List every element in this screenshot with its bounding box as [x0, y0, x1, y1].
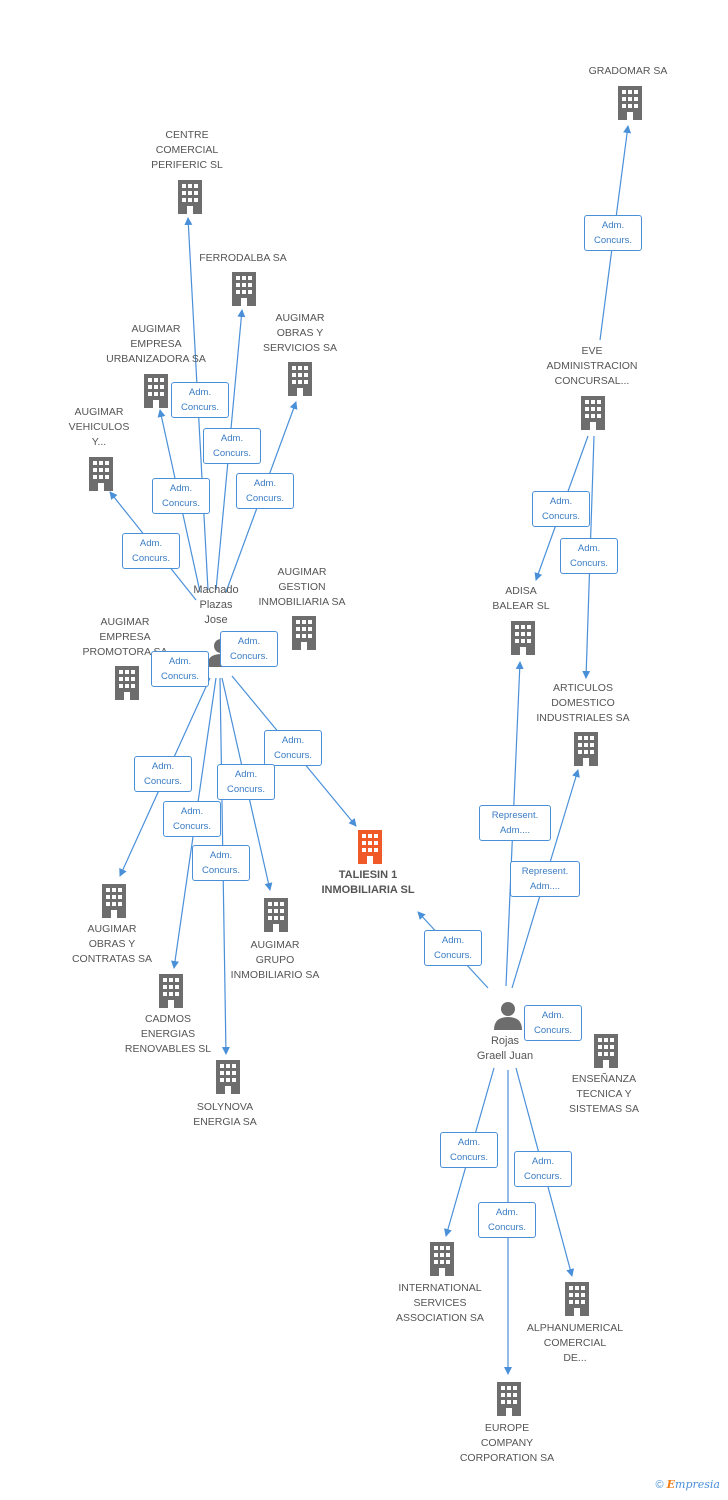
building-icon-centre [178, 180, 202, 214]
node-label-obras-servicios[interactable]: AUGIMAR OBRAS Y SERVICIOS SA [263, 312, 337, 354]
building-icon-eve [581, 396, 605, 430]
edge-label-rojas-taliesin: Adm. Concurs. [424, 930, 482, 966]
edge-label-eve-articulos: Adm. Concurs. [560, 538, 618, 574]
person-icon-rojas [494, 1002, 522, 1030]
node-label-gradomar[interactable]: GRADOMAR SA [588, 65, 668, 77]
node-label-ferrodalba[interactable]: FERRODALBA SA [199, 252, 287, 264]
node-label-eve[interactable]: EVE ADMINISTRACION CONCURSAL... [546, 345, 638, 387]
building-icon-cadmos [159, 974, 183, 1008]
edge-label-rojas-articulos: Represent. Adm.... [510, 861, 580, 897]
edge-label-machado-obras-servicios: Adm. Concurs. [236, 473, 294, 509]
node-label-machado[interactable]: Machado Plazas Jose [193, 584, 239, 626]
brand-logo-text: mpresia [675, 1478, 720, 1491]
node-label-gestion[interactable]: AUGIMAR GESTION INMOBILIARIA SA [258, 566, 346, 608]
node-label-taliesin[interactable]: TALIESIN 1 INMOBILIARIA SL [321, 869, 415, 896]
building-icon-ferrodalba [232, 272, 256, 306]
node-label-ensenanza[interactable]: ENSEÑANZA TECNICA Y SISTEMAS SA [568, 1073, 640, 1115]
building-icon-solynova [216, 1060, 240, 1094]
node-label-rojas[interactable]: Rojas Graell Juan [476, 1035, 534, 1062]
node-label-obras-contratas[interactable]: AUGIMAR OBRAS Y CONTRATAS SA [71, 923, 153, 965]
brand-logo-e: E [666, 1478, 676, 1491]
node-label-vehiculos[interactable]: AUGIMAR VEHICULOS Y... [68, 406, 130, 448]
edge-label-machado-taliesin: Adm. Concurs. [264, 730, 322, 766]
edge-label-machado-obras-contratas: Adm. Concurs. [134, 756, 192, 792]
footer-brand[interactable]: © Empresia [655, 1478, 720, 1491]
node-label-grupo[interactable]: AUGIMAR GRUPO INMOBILIARIO SA [230, 939, 320, 981]
building-icon-europe [497, 1382, 521, 1416]
edge-label-rojas-ensenanza: Adm. Concurs. [524, 1005, 582, 1041]
building-icon-adisa [511, 621, 535, 655]
edge-label-machado-vehiculos: Adm. Concurs. [122, 533, 180, 569]
node-label-cadmos[interactable]: CADMOS ENERGIAS RENOVABLES SL [124, 1013, 212, 1055]
node-label-europe[interactable]: EUROPE COMPANY CORPORATION SA [459, 1422, 555, 1464]
edge-label-machado-grupo: Adm. Concurs. [217, 764, 275, 800]
edge-label-rojas-international: Adm. Concurs. [440, 1132, 498, 1168]
building-icon-articulos [574, 732, 598, 766]
edge-label-machado-urbanizadora: Adm. Concurs. [171, 382, 229, 418]
node-label-centre[interactable]: CENTRE COMERCIAL PERIFERIC SL [151, 129, 223, 171]
building-icon-obras-servicios [288, 362, 312, 396]
edge-label-machado-gestion: Adm. Concurs. [151, 651, 209, 687]
copyright-icon: © [655, 1479, 664, 1491]
building-icon-grupo [264, 898, 288, 932]
edge-label-machado-solynova: Adm. Concurs. [192, 845, 250, 881]
node-label-solynova[interactable]: SOLYNOVA ENERGIA SA [193, 1101, 257, 1128]
building-icon-alphanumerical [565, 1282, 589, 1316]
building-icon-ensenanza [594, 1034, 618, 1068]
node-label-alphanumerical[interactable]: ALPHANUMERICAL COMERCIAL DE... [526, 1322, 624, 1364]
edge-label-eve-gradomar: Adm. Concurs. [584, 215, 642, 251]
node-label-adisa[interactable]: ADISA BALEAR SL [492, 585, 550, 612]
building-icon-promotora [115, 666, 139, 700]
edge-label-eve-adisa: Adm. Concurs. [532, 491, 590, 527]
node-label-urbanizadora[interactable]: AUGIMAR EMPRESA URBANIZADORA SA [106, 323, 206, 365]
building-icons [89, 86, 642, 1416]
edge-label-rojas-adisa: Represent. Adm.... [479, 805, 551, 841]
building-icon-international [430, 1242, 454, 1276]
edge-label-rojas-alphanumerical: Adm. Concurs. [514, 1151, 572, 1187]
building-icon-gradomar [618, 86, 642, 120]
edge-label-machado-cadmos: Adm. Concurs. [163, 801, 221, 837]
node-label-international[interactable]: INTERNATIONAL SERVICES ASSOCIATION SA [396, 1282, 484, 1324]
building-icon-obras-contratas [102, 884, 126, 918]
building-icon-gestion [292, 616, 316, 650]
building-icon-taliesin [358, 830, 382, 864]
edge-label-machado-promotora: Adm. Concurs. [220, 631, 278, 667]
edge-label-rojas-europe: Adm. Concurs. [478, 1202, 536, 1238]
node-label-articulos[interactable]: ARTICULOS DOMESTICO INDUSTRIALES SA [536, 682, 630, 724]
building-icon-urbanizadora [144, 374, 168, 408]
edge-label-machado-centre: Adm. Concurs. [152, 478, 210, 514]
edge-label-machado-ferrodalba: Adm. Concurs. [203, 428, 261, 464]
building-icon-vehiculos [89, 457, 113, 491]
